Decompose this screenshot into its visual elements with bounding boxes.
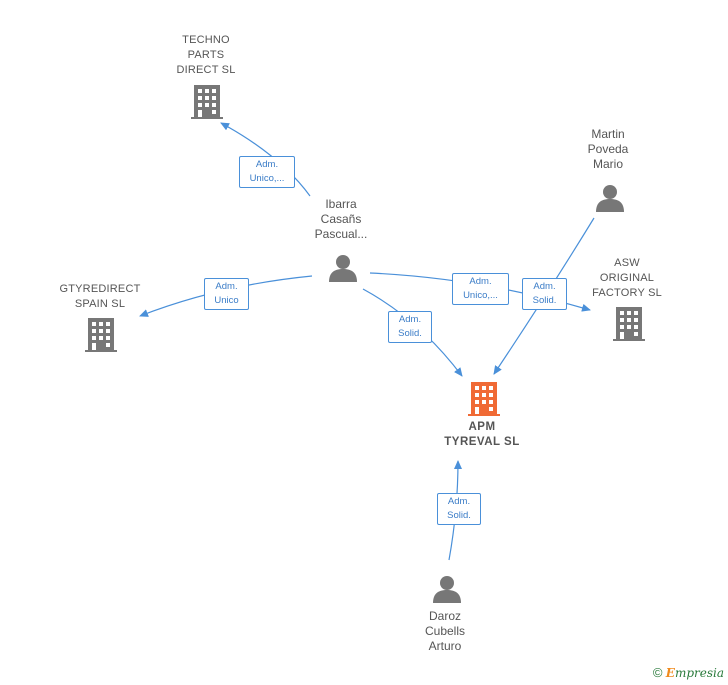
- label-line: TECHNO: [182, 34, 230, 46]
- node-label-apm[interactable]: APM TYREVAL SL: [432, 420, 532, 450]
- label-line: SPAIN SL: [74, 298, 126, 310]
- label-line: Cubells: [424, 624, 466, 638]
- label-line: FACTORY SL: [592, 287, 662, 299]
- brand-logo-text: mpresia: [674, 666, 724, 680]
- edge-label-line: Adm.: [447, 496, 471, 507]
- edge-label-line: Adm.: [255, 159, 279, 170]
- person-icon-ibarra[interactable]: [329, 255, 357, 282]
- edge-label-line: Adm.: [533, 281, 556, 292]
- label-line: ORIGINAL: [599, 272, 655, 284]
- label-line: TYREVAL SL: [444, 436, 520, 448]
- node-label-daroz[interactable]: Daroz Cubells Arturo: [406, 609, 484, 654]
- label-line: Poveda: [587, 142, 629, 156]
- label-line: DIRECT SL: [176, 64, 236, 76]
- label-line: Daroz: [428, 609, 461, 623]
- label-line: Martin: [591, 127, 625, 141]
- edge-label-line: Solid.: [398, 328, 422, 339]
- person-icon-daroz[interactable]: [433, 576, 461, 603]
- node-label-techno[interactable]: TECHNO PARTS DIRECT SL: [160, 33, 252, 78]
- edge-label-ibarra-gtyre[interactable]: Adm. Unico: [204, 278, 249, 310]
- copyright-icon: ©: [652, 665, 663, 680]
- edge-label-line: Adm.: [398, 314, 422, 325]
- node-label-gtyre[interactable]: GTYREDIRECT SPAIN SL: [50, 282, 150, 312]
- label-line: GTYREDIRECT: [59, 283, 141, 295]
- building-icon-techno[interactable]: [191, 85, 223, 119]
- label-line: PARTS: [187, 49, 225, 61]
- edge-label-ibarra-techno[interactable]: Adm. Unico,...: [239, 156, 295, 188]
- brand-watermark: © Empresia: [653, 665, 724, 680]
- edge-label-line: Unico,...: [463, 290, 498, 301]
- brand-logo-e: E: [665, 666, 675, 680]
- label-line: Casañs: [320, 212, 362, 226]
- node-label-martin[interactable]: Martin Poveda Mario: [570, 127, 646, 172]
- building-icon-gtyre[interactable]: [85, 318, 117, 352]
- label-line: Mario: [592, 157, 623, 171]
- edge-label-line: Adm.: [469, 276, 492, 287]
- label-line: Ibarra: [325, 197, 357, 211]
- edge-label-martin-apm[interactable]: Adm. Solid.: [522, 278, 567, 310]
- edge-label-ibarra-asw[interactable]: Adm. Unico,...: [452, 273, 509, 305]
- building-icon-asw[interactable]: [613, 307, 645, 341]
- edge-label-line: Unico,...: [249, 173, 285, 184]
- node-label-ibarra[interactable]: Ibarra Casañs Pascual...: [300, 197, 382, 242]
- edge-label-line: Solid.: [532, 295, 557, 306]
- label-line: Pascual...: [314, 227, 368, 241]
- edge-label-ibarra-apm[interactable]: Adm. Solid.: [388, 311, 432, 343]
- label-line: ASW: [614, 257, 640, 269]
- label-line: Arturo: [428, 639, 462, 653]
- edge-label-daroz-apm[interactable]: Adm. Solid.: [437, 493, 481, 525]
- edge-label-line: Solid.: [447, 510, 471, 521]
- edge-label-line: Unico: [214, 295, 239, 306]
- node-label-asw[interactable]: ASW ORIGINAL FACTORY SL: [582, 256, 672, 301]
- edge-label-line: Adm.: [215, 281, 238, 292]
- brand-logo: Empresia: [666, 666, 724, 680]
- label-line: APM: [468, 421, 496, 433]
- building-icon-apm[interactable]: [468, 382, 500, 416]
- person-icon-martin[interactable]: [596, 185, 624, 212]
